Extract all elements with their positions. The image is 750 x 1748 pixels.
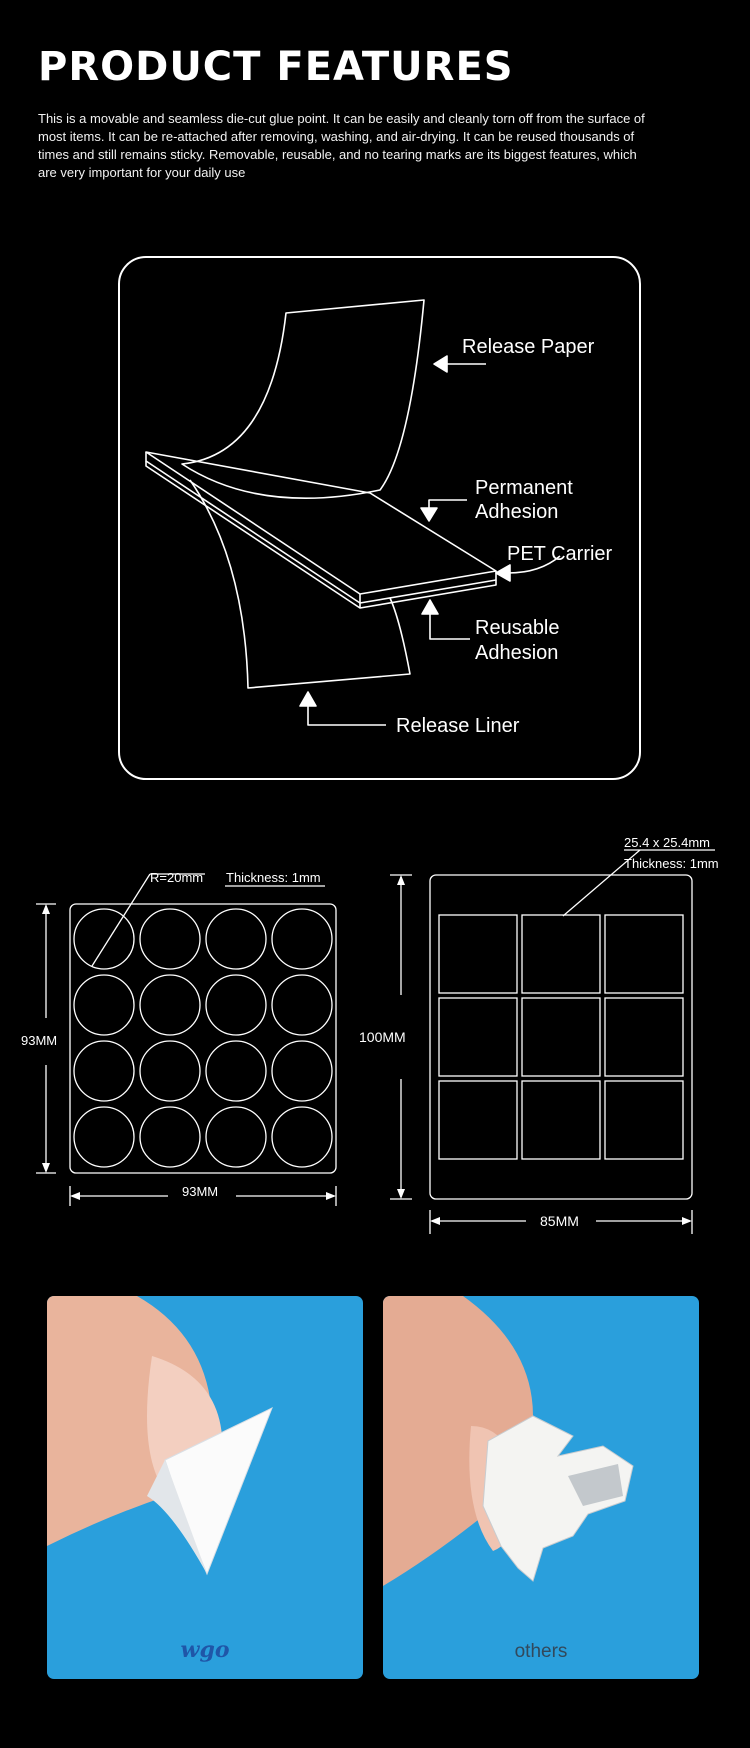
round-dot <box>73 908 135 970</box>
others-label: others <box>514 1641 568 1662</box>
square-dot <box>521 914 601 994</box>
radius-leader <box>91 873 151 967</box>
diagram-frame <box>118 256 641 780</box>
square-size-leader <box>562 849 641 917</box>
label-reusable-adhesion-1: Reusable <box>475 617 560 639</box>
label-release-paper: Release Paper <box>462 336 595 358</box>
square-width-label: 85MM <box>540 1213 579 1229</box>
release-paper-shape <box>181 299 425 500</box>
clean-peel-illustration <box>47 1296 273 1576</box>
round-dot <box>205 974 267 1036</box>
round-dot <box>139 908 201 970</box>
round-height-label: 93MM <box>21 1033 57 1048</box>
label-permanent-adhesion-1: Permanent <box>475 477 573 499</box>
square-dot <box>604 997 684 1077</box>
product-description: This is a movable and seamless die-cut g… <box>38 111 645 180</box>
square-dot <box>438 997 518 1077</box>
square-dot <box>438 1080 518 1160</box>
round-dot <box>271 1040 333 1102</box>
square-dot <box>438 914 518 994</box>
photo-others-torn-peel: others <box>383 1296 699 1679</box>
square-dot <box>604 914 684 994</box>
round-radius-label: R=20mm <box>150 870 203 885</box>
round-thickness-label: Thickness: 1mm <box>226 870 321 885</box>
pet-carrier-edge-2 <box>145 461 497 609</box>
round-dot <box>139 1040 201 1102</box>
round-width-label: 93MM <box>182 1184 218 1199</box>
round-dot <box>205 1040 267 1102</box>
page-title: PRODUCT FEATURES <box>38 44 514 90</box>
round-dot <box>205 908 267 970</box>
label-pet-carrier: PET Carrier <box>507 543 613 565</box>
round-dot <box>139 974 201 1036</box>
release-liner-shape <box>189 479 411 689</box>
pet-carrier-edge-1 <box>145 452 497 604</box>
round-dot <box>73 974 135 1036</box>
label-reusable-adhesion-2: Adhesion <box>475 642 558 664</box>
square-dot <box>521 997 601 1077</box>
square-dot <box>604 1080 684 1160</box>
torn-peel-illustration <box>383 1296 634 1586</box>
pet-carrier-top <box>145 451 497 595</box>
round-dot <box>139 1106 201 1168</box>
round-dot <box>271 908 333 970</box>
square-dot <box>521 1080 601 1160</box>
round-dot <box>73 1040 135 1102</box>
round-dot <box>271 1106 333 1168</box>
square-thickness-label: Thickness: 1mm <box>624 856 719 871</box>
round-dot <box>271 974 333 1036</box>
label-permanent-adhesion-2: Adhesion <box>475 501 558 523</box>
photo-brand-clean-peel: wgo <box>47 1296 363 1679</box>
label-release-liner: Release Liner <box>396 715 520 737</box>
round-dot <box>205 1106 267 1168</box>
square-size-label: 25.4 x 25.4mm <box>624 835 710 850</box>
square-height-label: 100MM <box>359 1029 406 1045</box>
brand-logo-text: wgo <box>180 1637 230 1663</box>
round-dot <box>73 1106 135 1168</box>
